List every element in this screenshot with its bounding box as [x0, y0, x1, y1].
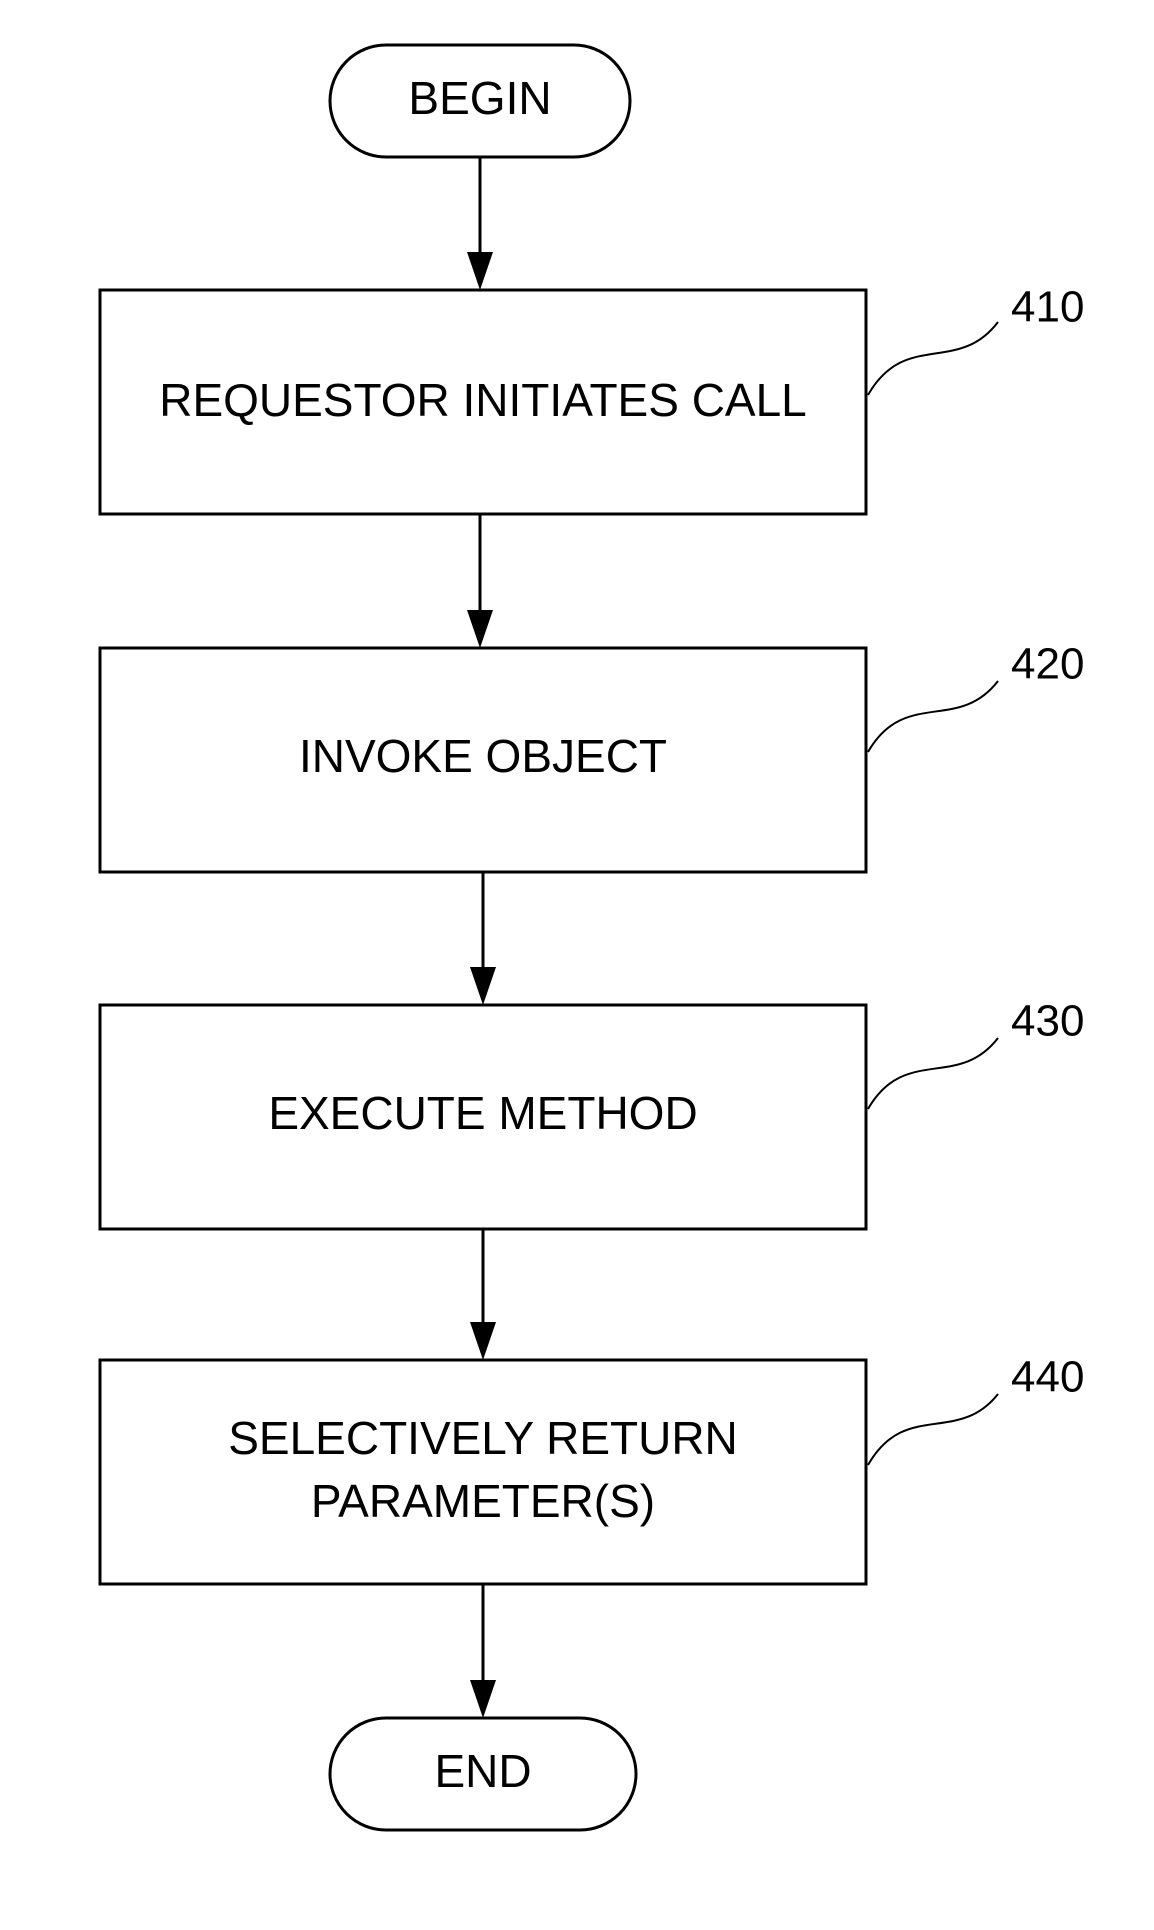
leader-line-420: [868, 681, 998, 752]
end-label: END: [434, 1745, 531, 1797]
process-step-430: EXECUTE METHOD 430: [100, 997, 1084, 1229]
arrow-step-420-to-step-430: [470, 872, 496, 1005]
step-430-label: EXECUTE METHOD: [268, 1087, 697, 1139]
begin-terminator: BEGIN: [330, 45, 630, 157]
leader-line-410: [868, 322, 998, 395]
arrow-step-430-to-step-440: [470, 1229, 496, 1360]
arrow-head: [467, 610, 493, 648]
step-420-label: INVOKE OBJECT: [299, 730, 667, 782]
reference-number-420: 420: [1011, 640, 1084, 689]
step-440-label-line-2: PARAMETER(S): [311, 1475, 655, 1527]
step-410-label: REQUESTOR INITIATES CALL: [159, 374, 807, 426]
begin-label: BEGIN: [408, 72, 551, 124]
arrow-step-410-to-step-420: [467, 514, 493, 648]
arrow-head: [470, 967, 496, 1005]
step-440-label-line-1: SELECTIVELY RETURN: [228, 1412, 738, 1464]
process-step-440: SELECTIVELY RETURN PARAMETER(S) 440: [100, 1353, 1084, 1584]
reference-number-440: 440: [1011, 1353, 1084, 1402]
process-step-420: INVOKE OBJECT 420: [100, 640, 1084, 872]
process-box-440: [100, 1360, 866, 1584]
arrow-begin-to-step-410: [467, 157, 493, 290]
reference-number-430: 430: [1011, 997, 1084, 1046]
reference-number-410: 410: [1011, 283, 1084, 332]
arrow-step-440-to-end: [470, 1584, 496, 1718]
arrow-head: [470, 1322, 496, 1360]
arrow-head: [470, 1680, 496, 1718]
end-terminator: END: [330, 1718, 636, 1830]
arrow-head: [467, 252, 493, 290]
leader-line-430: [868, 1038, 998, 1109]
leader-line-440: [868, 1394, 998, 1465]
process-step-410: REQUESTOR INITIATES CALL 410: [100, 283, 1084, 514]
